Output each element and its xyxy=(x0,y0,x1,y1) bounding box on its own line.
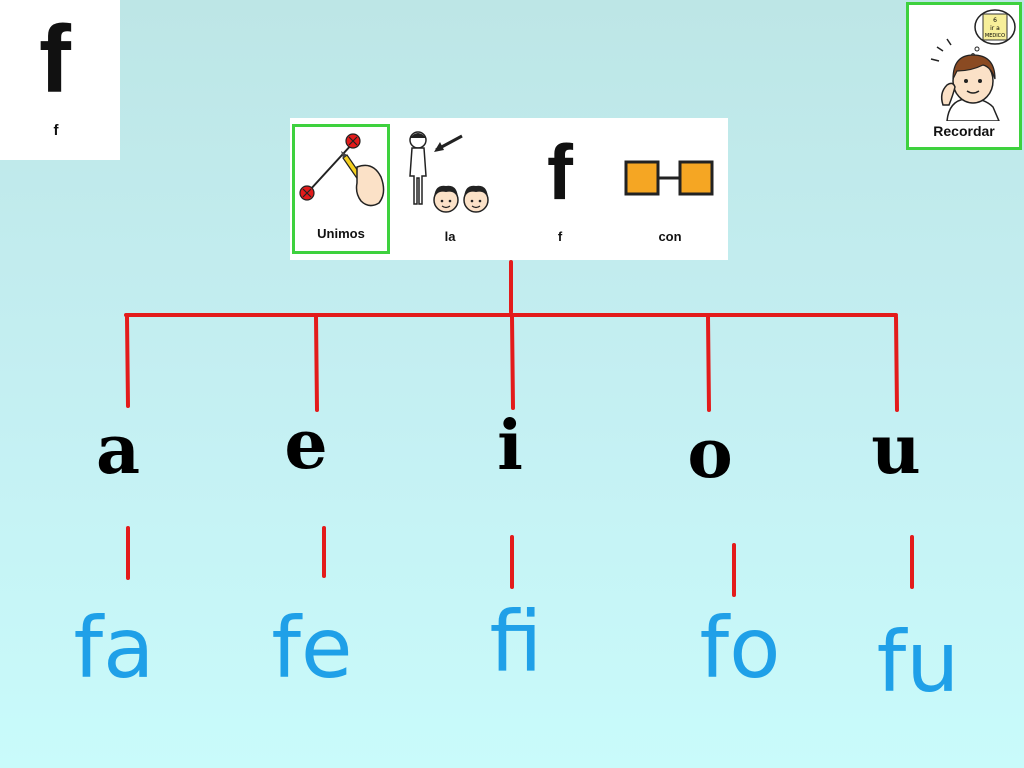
recordar-label: Recordar xyxy=(933,123,995,139)
vowel-i: i xyxy=(497,406,523,486)
vowel-a: a xyxy=(95,410,141,490)
caption-con: con xyxy=(658,229,682,244)
syllable-fi: fi xyxy=(489,593,543,691)
pictogram-la: la xyxy=(400,124,500,254)
syllable-fo: fo xyxy=(699,599,781,697)
caption-la: la xyxy=(444,229,456,244)
letter-card-caption: f xyxy=(53,122,59,139)
caption-unimos: Unimos xyxy=(317,226,365,241)
letter-card-big: f xyxy=(39,6,71,113)
syllable-fu: fu xyxy=(876,613,960,711)
note-line-1: 6 xyxy=(993,17,997,24)
vowel-e: e xyxy=(284,405,328,485)
f-glyph: f xyxy=(547,128,573,216)
caption-f: f xyxy=(557,229,563,244)
syllable-fe: fe xyxy=(271,599,353,697)
note-line-2: ir a xyxy=(990,25,1000,32)
pictogram-con: con xyxy=(620,124,720,254)
vowel-u: u xyxy=(871,410,921,490)
letter-card: f f xyxy=(0,0,120,160)
pictogram-f: f f xyxy=(520,124,600,254)
pictogram-strip: Unimos la f f xyxy=(290,118,728,260)
vowel-o: o xyxy=(687,414,733,494)
branch-u xyxy=(894,315,899,412)
pointing-person-icon xyxy=(409,131,489,213)
thinking-person-icon: 6 ir a MEDICO xyxy=(930,9,1016,121)
branch-o xyxy=(706,315,711,412)
branch-e xyxy=(314,315,319,412)
branch-a xyxy=(125,315,130,408)
linked-squares-icon xyxy=(624,160,714,196)
note-line-3: MEDICO xyxy=(985,33,1005,39)
branch-i xyxy=(510,315,515,410)
pictogram-unimos: Unimos xyxy=(292,124,390,254)
syllable-fa: fa xyxy=(73,599,155,697)
recordar-pictogram: 6 ir a MEDICO Recordar xyxy=(906,2,1022,150)
connect-dots-icon xyxy=(299,133,385,207)
